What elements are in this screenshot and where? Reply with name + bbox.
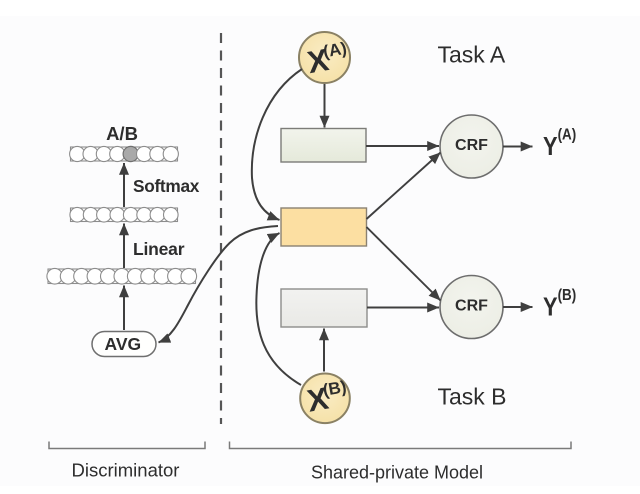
svg-text:A/B: A/B [106,123,138,144]
svg-text:CRF: CRF [455,137,488,154]
svg-text:AVG: AVG [104,334,141,354]
svg-text:Linear: Linear [133,239,185,259]
svg-text:Shared-private Model: Shared-private Model [311,463,483,483]
svg-text:CRF: CRF [455,298,488,315]
svg-text:Task A: Task A [438,42,506,68]
svg-text:Task B: Task B [438,384,507,410]
svg-text:Discriminator: Discriminator [72,460,180,481]
svg-text:Softmax: Softmax [133,176,200,196]
